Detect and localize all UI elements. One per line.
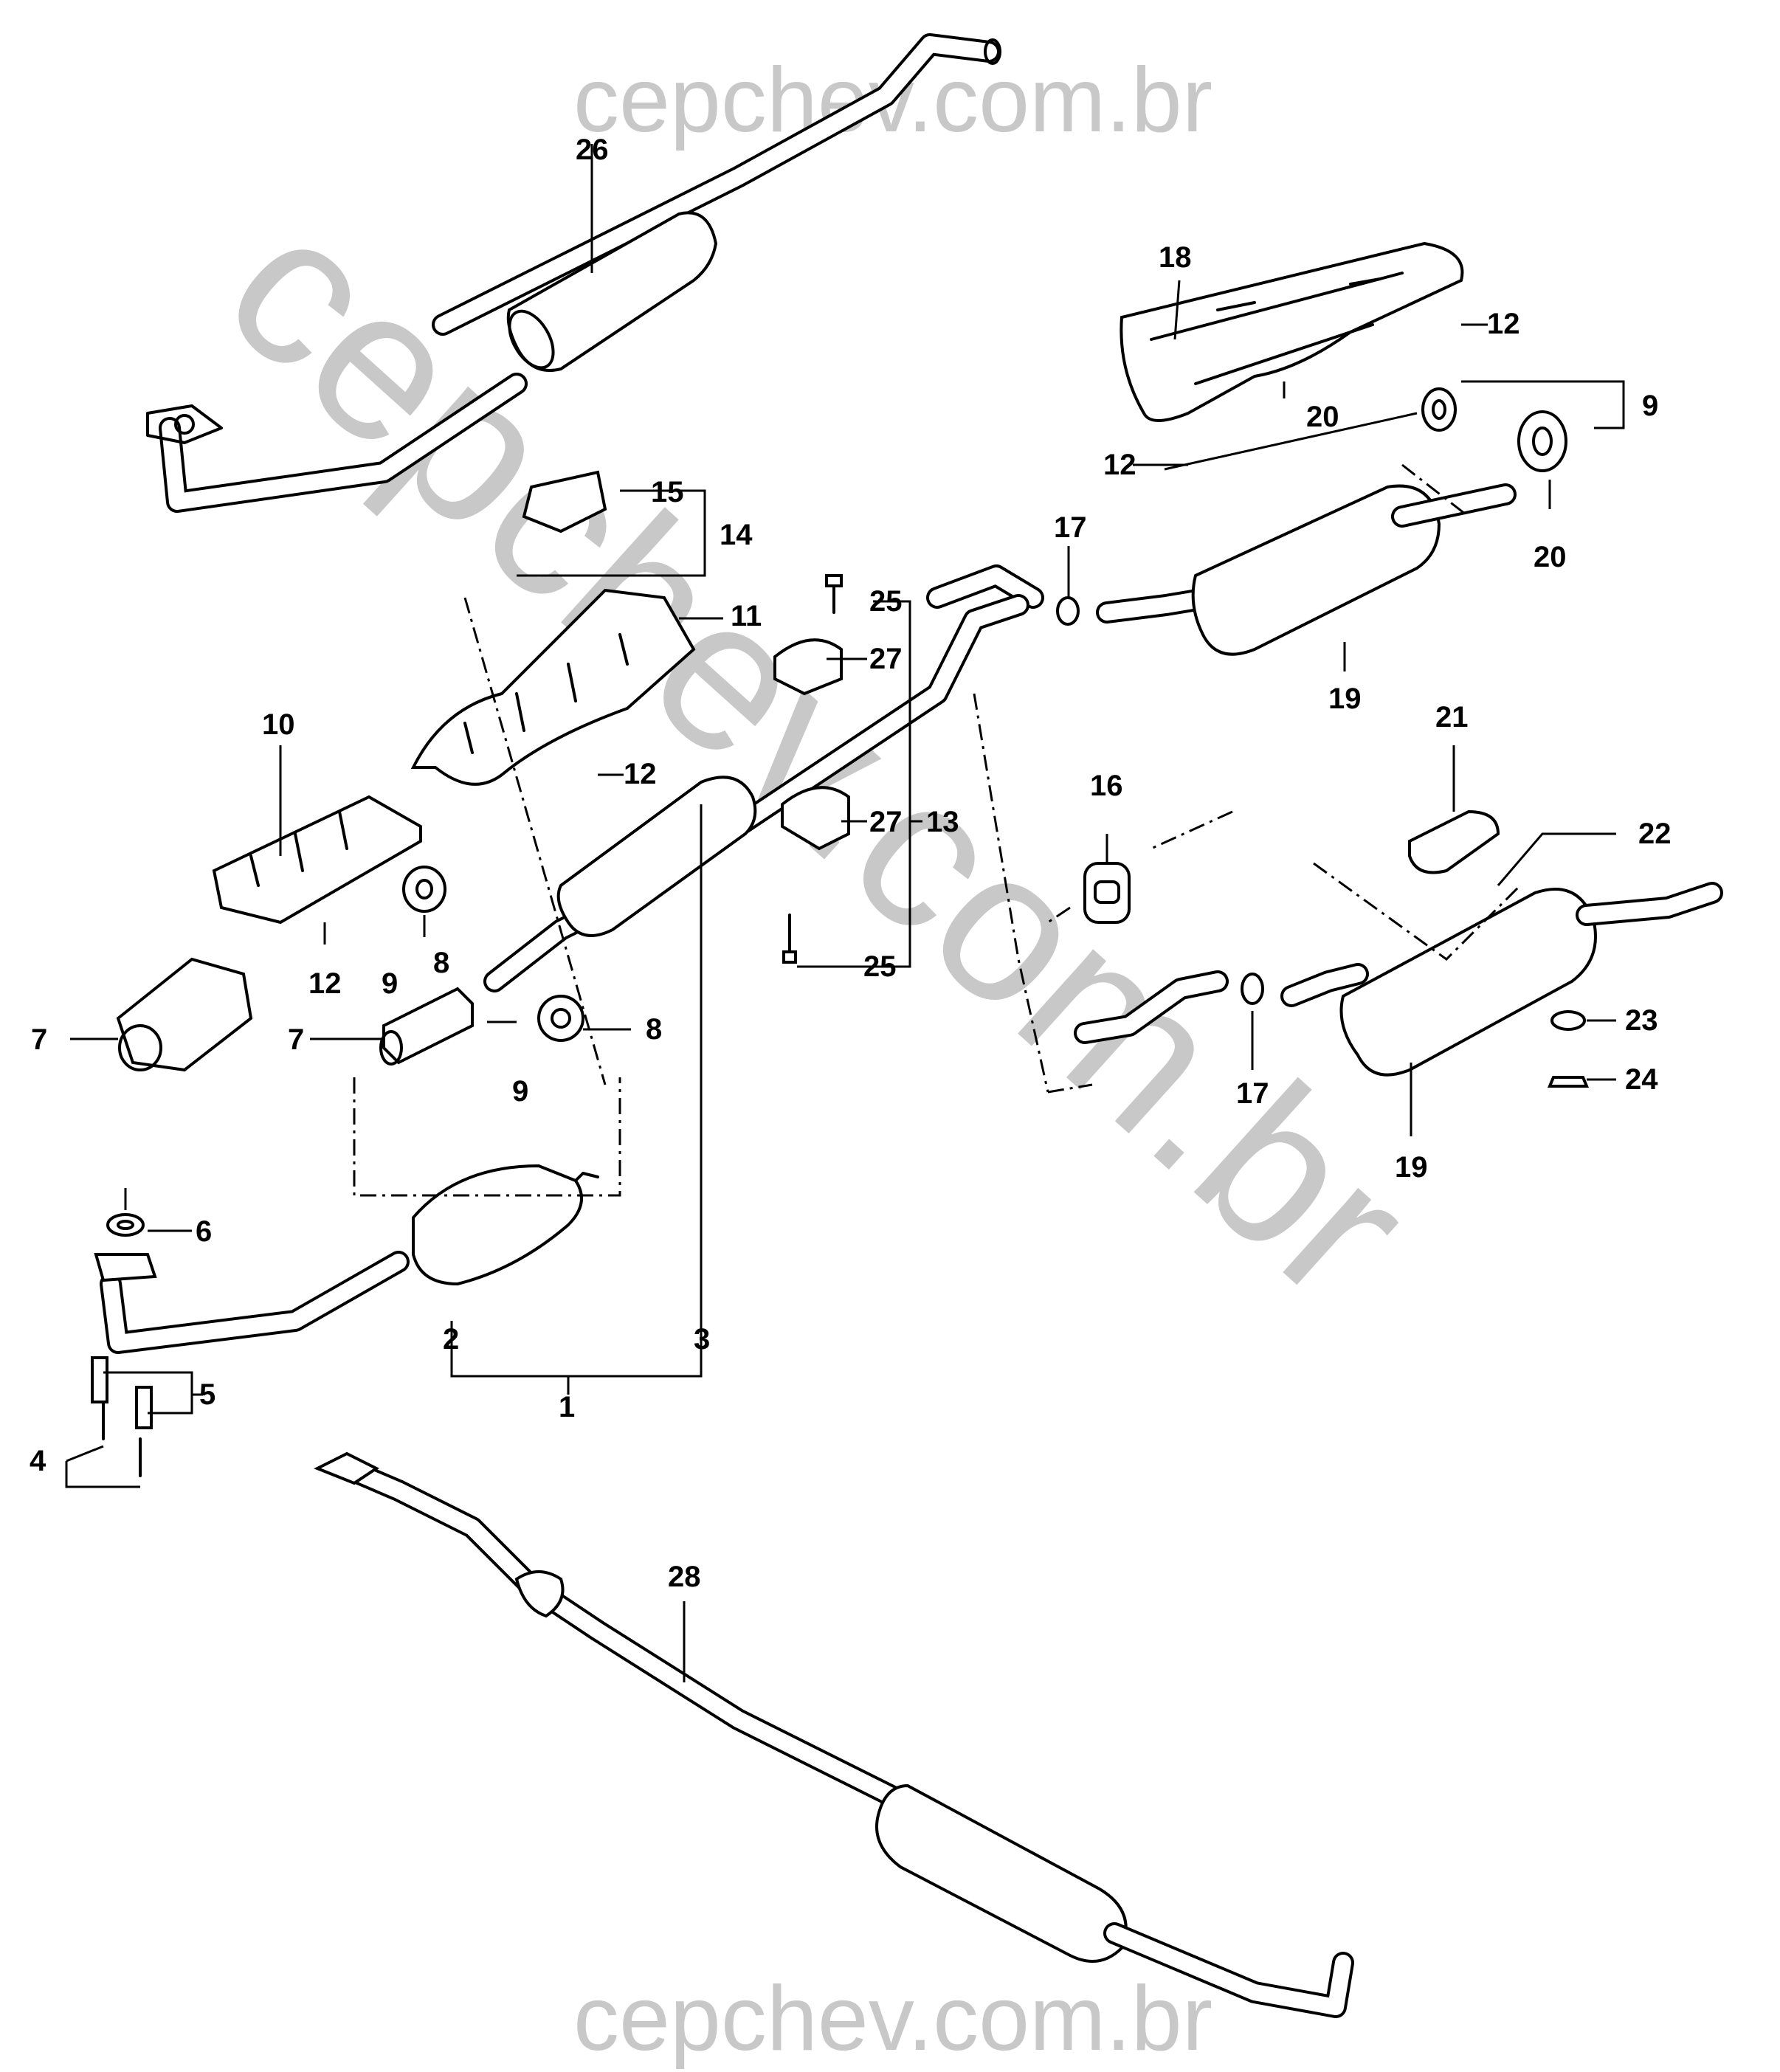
callout-11: 11 <box>731 600 762 632</box>
part-7-flex-connector-left <box>116 957 253 1072</box>
leader-lines <box>65 144 1625 1682</box>
callout-7-b: 7 <box>288 1023 304 1056</box>
callout-19-b: 19 <box>1395 1151 1428 1184</box>
assembly-guide-lines <box>353 463 1522 1197</box>
part-26-front-pipe-assembly <box>146 33 1001 513</box>
watermark-bottom: cepchev.com.br <box>573 1968 1212 2070</box>
callout-21: 21 <box>1435 701 1469 733</box>
callout-5: 5 <box>199 1378 215 1411</box>
callout-8-b: 8 <box>646 1013 662 1046</box>
callout-20-a: 20 <box>1306 401 1339 433</box>
part-11-heat-shield-center <box>410 588 696 786</box>
callout-17-b: 17 <box>1236 1077 1269 1110</box>
callout-7-a: 7 <box>31 1023 47 1056</box>
callout-18: 18 <box>1159 241 1192 274</box>
part-27-clamp-upper <box>773 638 843 696</box>
part-24-nut <box>1548 1076 1589 1088</box>
part-25-bolt-upper <box>825 574 843 614</box>
part-25-bolt-lower <box>782 914 797 964</box>
part-7-sleeve-right <box>379 987 474 1066</box>
callout-25-b: 25 <box>863 950 897 983</box>
callout-9-b: 9 <box>382 967 398 1000</box>
part-8-rubber-lower <box>537 995 584 1042</box>
callout-12-a: 12 <box>1487 308 1520 340</box>
callout-14: 14 <box>720 519 753 551</box>
callout-labels: 26 18 12 9 20 12 20 15 14 17 25 11 27 19… <box>30 134 1672 1593</box>
part-2-catalytic-converter <box>94 1164 599 1354</box>
callout-17-a: 17 <box>1054 511 1087 544</box>
part-15-bracket <box>522 470 607 533</box>
part-6-gasket <box>106 1213 145 1237</box>
part-20-rubber-mount-left <box>1421 387 1457 432</box>
part-19-rear-muffler-lower <box>1074 882 1723 1077</box>
callout-2: 2 <box>443 1323 459 1356</box>
part-5-springs <box>91 1356 153 1429</box>
callout-1: 1 <box>559 1391 575 1423</box>
callout-8-a: 8 <box>433 947 449 979</box>
part-20-rubber-mount-right <box>1517 410 1567 472</box>
callout-27-b: 27 <box>869 806 903 838</box>
callout-12-c: 12 <box>624 758 657 790</box>
callout-23: 23 <box>1625 1004 1658 1037</box>
callout-28: 28 <box>668 1561 701 1593</box>
callout-9-c: 9 <box>512 1075 528 1108</box>
callout-4: 4 <box>30 1445 46 1477</box>
callout-15: 15 <box>651 476 684 508</box>
callout-13: 13 <box>926 806 959 838</box>
callout-24: 24 <box>1625 1063 1658 1096</box>
callout-12-d: 12 <box>308 967 342 1000</box>
callout-16: 16 <box>1090 770 1123 802</box>
part-23-washer <box>1550 1010 1586 1031</box>
callout-10: 10 <box>262 708 295 741</box>
part-16-hanger-rubber <box>1083 862 1131 924</box>
part-27-clamp-lower <box>781 786 850 851</box>
callout-19-a: 19 <box>1328 683 1362 715</box>
part-19-rear-muffler-upper <box>926 483 1517 656</box>
callout-27-a: 27 <box>869 643 903 675</box>
callout-3: 3 <box>694 1323 710 1356</box>
callout-6: 6 <box>196 1215 212 1248</box>
part-10-heat-shield-catalyst <box>212 795 422 925</box>
callout-9-a: 9 <box>1642 390 1658 422</box>
part-17-clamp-upper <box>1056 596 1080 626</box>
part-8-rubber-upper <box>402 866 446 913</box>
callout-25-a: 25 <box>869 585 903 618</box>
callout-12-b: 12 <box>1103 449 1136 481</box>
callout-22: 22 <box>1638 818 1672 850</box>
part-21-hanger <box>1408 809 1500 874</box>
part-17-clamp-lower <box>1241 973 1264 1005</box>
callout-20-b: 20 <box>1534 541 1567 573</box>
part-28-complete-pipe <box>314 1451 1354 2018</box>
part-18-heat-shield <box>1120 241 1464 422</box>
callout-26: 26 <box>576 134 609 166</box>
part-4-bolts <box>102 1401 142 1477</box>
